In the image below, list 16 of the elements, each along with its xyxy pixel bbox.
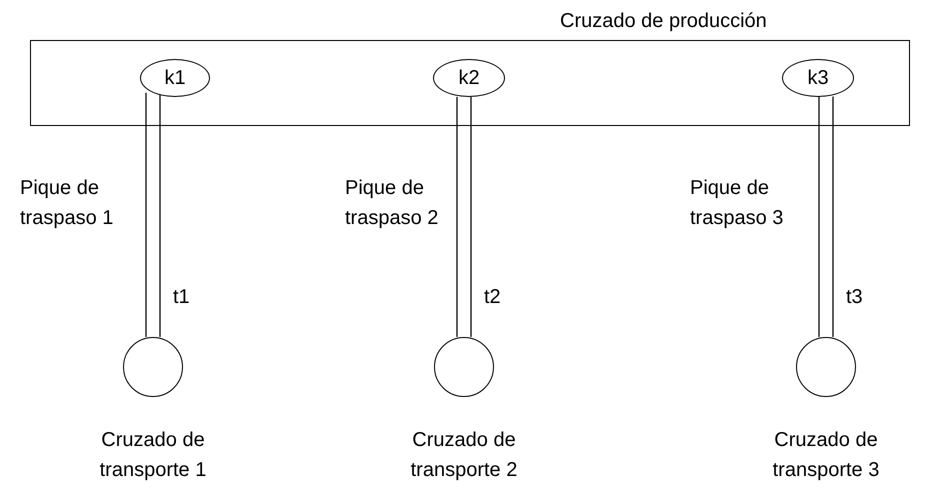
edge-label: t1 <box>173 285 190 310</box>
node-ellipse: k3 <box>782 59 854 97</box>
node-ellipse: k2 <box>433 59 505 97</box>
shaft-label: Pique de traspaso 2 <box>345 176 440 231</box>
shaft-connector <box>145 92 161 337</box>
group-title: Cruzado de producción <box>560 9 767 34</box>
shaft-connector <box>456 96 472 337</box>
edge-label: t3 <box>846 285 863 310</box>
node-ellipse: k1 <box>140 59 210 97</box>
station-caption: Cruzado de transporte 3 <box>772 428 880 483</box>
shaft-label: Pique de traspaso 3 <box>690 176 784 231</box>
shaft-label: Pique de traspaso 1 <box>20 176 114 231</box>
shaft-connector <box>818 96 834 337</box>
station-caption: Cruzado de transporte 1 <box>98 428 208 483</box>
edge-label: t2 <box>484 285 501 310</box>
station-caption: Cruzado de transporte 2 <box>410 428 518 483</box>
